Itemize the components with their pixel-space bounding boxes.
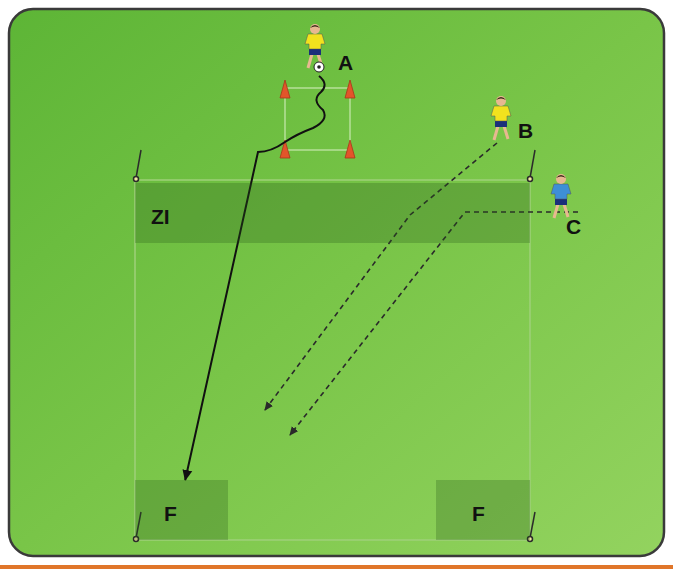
zone-letter: A [338, 52, 353, 73]
zone-letter: C [566, 216, 581, 237]
finish-zone: F [436, 480, 530, 540]
player-a: A [300, 22, 366, 76]
zone-letter: F [472, 503, 485, 524]
player-figure [300, 22, 330, 70]
player-figure [486, 94, 516, 142]
player-c: C [546, 172, 592, 240]
field-outline [135, 180, 530, 540]
finish-zone: F [135, 480, 228, 540]
zone-letter: F [164, 503, 177, 524]
zone-letter: B [518, 120, 533, 141]
bottom-rule [0, 565, 673, 569]
zone-letter: ZI [151, 206, 170, 227]
player-figure [546, 172, 576, 220]
intervention-zone: ZI [135, 183, 530, 243]
dribble-pass-arrow [185, 76, 324, 480]
panel [9, 9, 664, 556]
corner-flags [134, 150, 536, 542]
ball [312, 60, 326, 74]
cones [280, 80, 355, 158]
player-b: B [486, 94, 546, 144]
